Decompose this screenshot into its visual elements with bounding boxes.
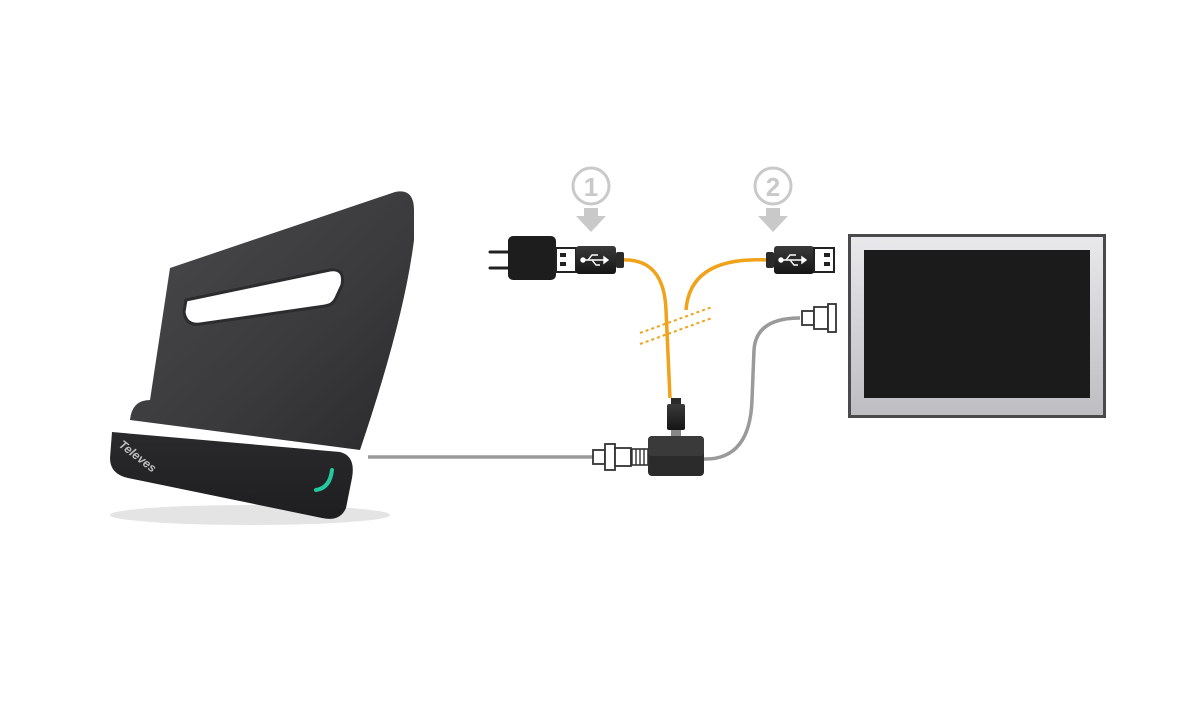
usb-cable-adapter xyxy=(621,258,672,399)
coax-connector-icon xyxy=(592,443,649,471)
usb-plug-1 xyxy=(555,246,624,274)
coax-cable-tv xyxy=(703,316,801,461)
tv-screen xyxy=(864,250,1090,398)
power-adapter-icon xyxy=(488,236,556,280)
usb-symbol-icon xyxy=(778,254,808,266)
step-number-2: 2 xyxy=(766,172,780,202)
antenna-handle xyxy=(182,268,344,326)
coax-cables xyxy=(368,316,801,461)
down-arrow-icon xyxy=(576,208,606,232)
power-injector xyxy=(648,398,704,476)
antenna-panel xyxy=(130,191,414,450)
antenna-led xyxy=(314,468,334,492)
usb-cables xyxy=(621,258,769,399)
antenna: Televes xyxy=(110,191,414,525)
usb-cable-tv xyxy=(684,258,769,311)
coax-connector-icon xyxy=(801,303,837,333)
antenna-base xyxy=(110,432,353,519)
step-marker-2: 2 xyxy=(753,166,793,232)
down-arrow-icon xyxy=(758,208,788,232)
usb-plug-2 xyxy=(766,246,835,274)
step-marker-1: 1 xyxy=(571,166,611,232)
cable-break-marks xyxy=(639,306,713,345)
tv xyxy=(848,234,1106,418)
usb-symbol-icon xyxy=(580,254,610,266)
step-number-1: 1 xyxy=(584,172,598,202)
